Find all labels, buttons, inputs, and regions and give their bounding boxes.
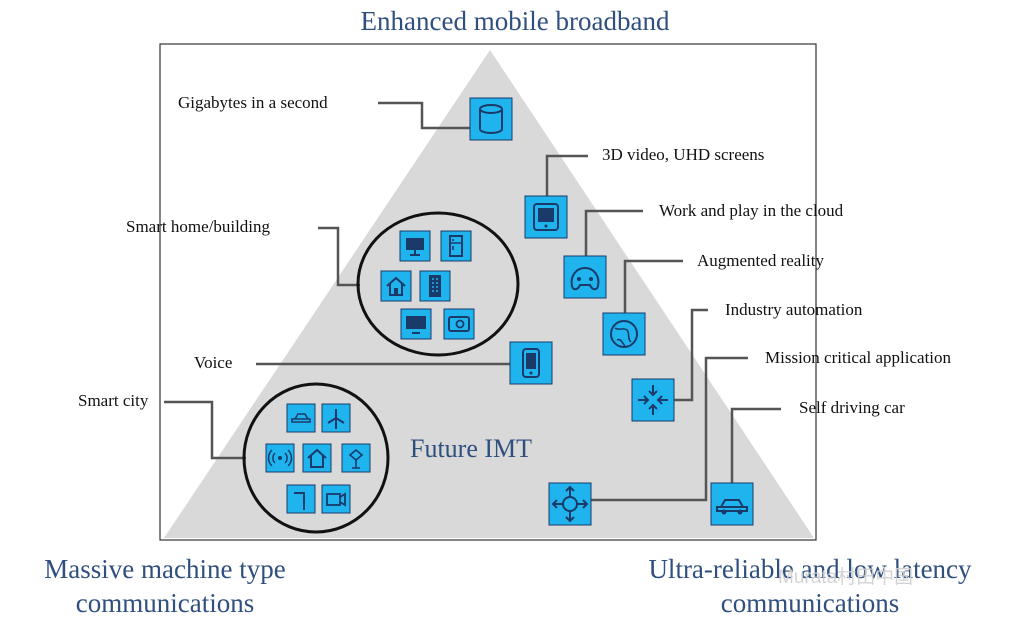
connector-cloud [584,209,643,256]
oven-icon [443,308,475,340]
building-icon [419,270,451,302]
streetlight-icon [286,484,316,514]
connectors [164,101,781,502]
corner-title-left: Massive machine type communications [0,552,330,620]
house-icon [302,443,332,473]
wireless-icon [265,443,295,473]
connector-industry [674,308,708,402]
frame-border [159,43,817,541]
label-industry: Industry automation [725,300,863,319]
phone-icon [509,341,553,385]
connector-smarthome [318,226,360,287]
corner-title-right: Ultra-reliable and low latency communica… [600,552,1020,620]
connector-mission [591,356,748,502]
arrows-in-icon [631,378,675,422]
label-selfdriving: Self driving car [799,398,905,417]
tv-icon [400,308,432,340]
fridge-icon [440,230,472,262]
label-smarthome: Smart home/building [126,217,271,236]
label-gigabytes: Gigabytes in a second [178,93,328,112]
label-cloud: Work and play in the cloud [659,201,844,220]
connector-video [545,154,588,196]
label-smartcity: Smart city [78,391,149,410]
lamp-icon [341,443,371,473]
tablet-icon [524,195,568,239]
home-icon [380,270,412,302]
label-mission: Mission critical application [765,348,952,367]
label-ar: Augmented reality [697,251,824,270]
globe-icon [602,312,646,356]
center-label: Future IMT [410,434,533,463]
watermark: Murata村田中国 [778,567,914,588]
corner-title-top: Enhanced mobile broadband [360,6,670,36]
label-video: 3D video, UHD screens [602,145,765,164]
connector-selfdriving [730,407,781,483]
car-small-icon [286,403,316,433]
label-voice: Voice [194,353,233,372]
connector-ar [623,259,683,313]
smart-city-circle [242,382,390,534]
monitor-icon [399,230,431,262]
smart-home-circle [356,211,520,357]
database-icon [469,97,513,141]
move-arrows-icon [548,482,592,526]
corner-title-right-line1: Ultra-reliable and low latency [648,554,972,584]
gamepad-icon [563,255,607,299]
corner-title-left-line1: Massive machine type [44,554,286,584]
corner-title-right-line2: communications [720,588,900,618]
connector-smartcity [164,400,246,460]
windmill-icon [321,403,351,433]
car-icon [710,482,754,526]
camera-icon [321,484,351,514]
connector-gigabytes [378,101,470,130]
corner-title-left-line2: communications [75,588,255,618]
